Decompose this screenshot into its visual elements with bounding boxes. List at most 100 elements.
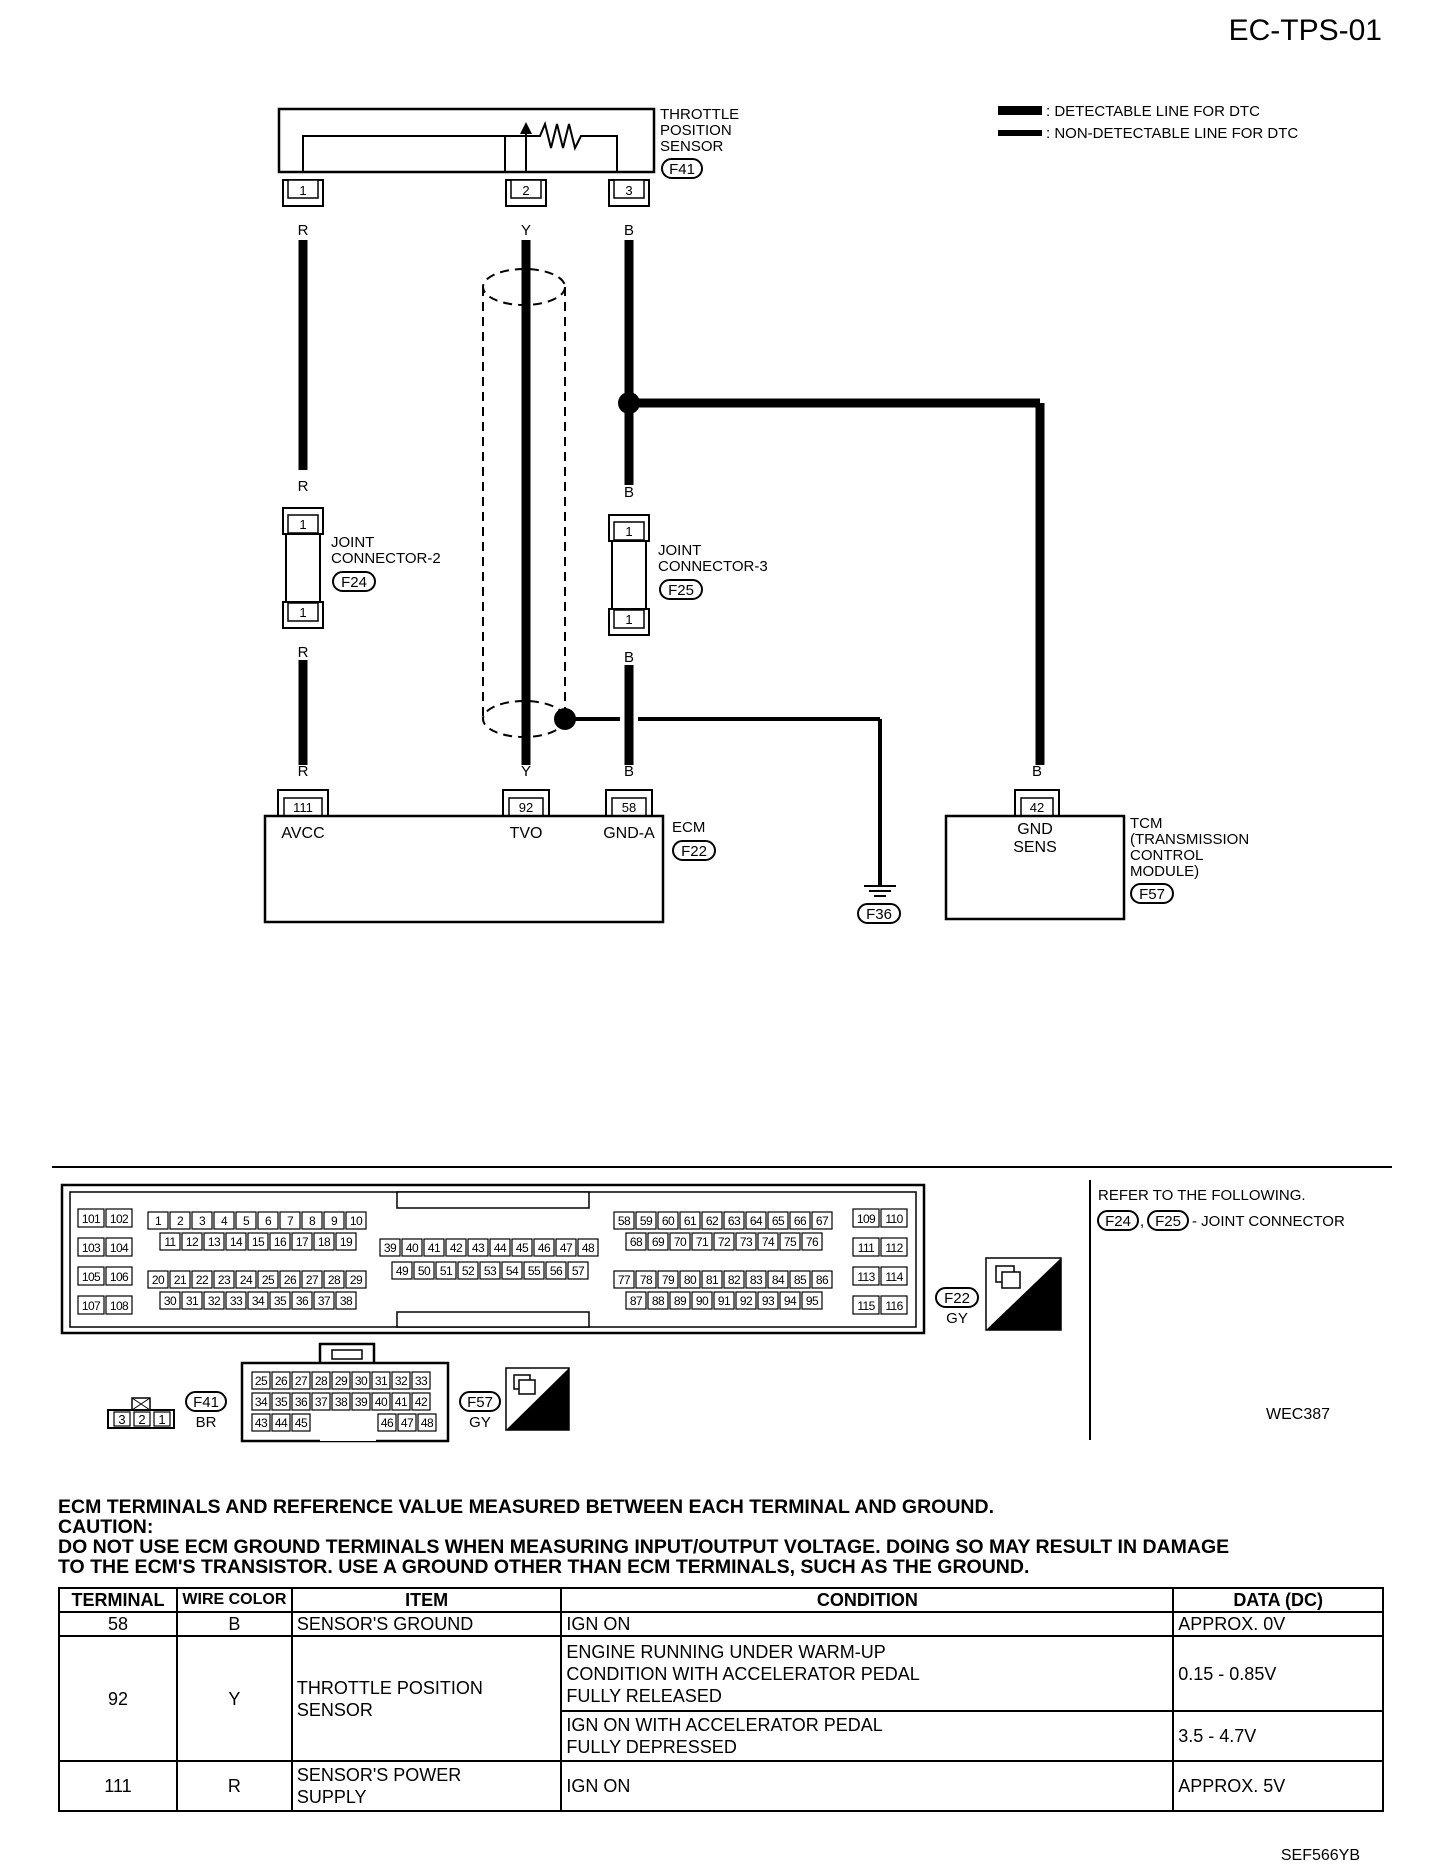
pin-cell — [335, 1232, 357, 1251]
pin-cell — [371, 1392, 391, 1411]
pin-cell — [351, 1371, 371, 1390]
cell-condition: IGN ON — [560, 1760, 1175, 1812]
pin-number: 55 — [528, 1264, 541, 1278]
pin-cell — [279, 1270, 301, 1289]
pin-number: 112 — [885, 1241, 903, 1255]
pin-number: 14 — [230, 1235, 243, 1249]
splice-node — [618, 392, 640, 414]
pin-cell — [235, 1211, 257, 1230]
pin-number: 19 — [340, 1235, 353, 1249]
th-terminal: TERMINAL — [58, 1587, 178, 1613]
tcm-face-color: GY — [469, 1414, 491, 1431]
caution-label: CAUTION: — [58, 1516, 154, 1538]
pin-number: 30 — [164, 1294, 177, 1308]
pin-cell — [757, 1291, 779, 1310]
table-row: 111 R SENSOR'S POWER SUPPLY IGN ON APPRO… — [58, 1760, 1384, 1812]
ecm-pin-92: 92 — [519, 800, 533, 815]
pin-cell — [545, 1261, 567, 1280]
pin-number: 92 — [740, 1294, 753, 1308]
pin-cell — [625, 1291, 647, 1310]
pin-cell — [77, 1295, 105, 1315]
cell-item: SENSOR'S GROUND — [290, 1611, 563, 1637]
pin-number: 46 — [538, 1241, 551, 1255]
caution-line-2: TO THE ECM'S TRANSISTOR. USE A GROUND OT… — [58, 1556, 1030, 1578]
pin-cell — [301, 1270, 323, 1289]
pin-cell — [213, 1270, 235, 1289]
pin-number: 65 — [772, 1214, 785, 1228]
pin-number: 31 — [375, 1374, 388, 1388]
pin-number: 64 — [750, 1214, 763, 1228]
pin-number: 15 — [252, 1235, 265, 1249]
joint2-wire-bot: R — [298, 644, 309, 661]
pin-cell — [291, 1291, 313, 1310]
pin-number: 76 — [806, 1235, 819, 1249]
pin-cell — [701, 1211, 723, 1230]
pin-number: 71 — [696, 1235, 709, 1249]
pin-cell — [351, 1392, 371, 1411]
pin-number: 106 — [110, 1270, 129, 1284]
joint3-wire-bot: B — [624, 649, 634, 666]
pin-cell — [745, 1211, 767, 1230]
pin-number: 81 — [706, 1273, 719, 1287]
th-data: DATA (DC) — [1172, 1587, 1384, 1613]
pin-cell — [335, 1291, 357, 1310]
tcm-hs-label: H.S. — [533, 1411, 562, 1428]
pin-number: 45 — [516, 1241, 529, 1255]
joint3-pin-bot: 1 — [625, 612, 632, 627]
pin-number: 29 — [335, 1374, 348, 1388]
pin-number: 20 — [152, 1273, 165, 1287]
pin-cell — [397, 1413, 417, 1432]
pin-number: 51 — [440, 1264, 453, 1278]
pin-number: 4 — [221, 1214, 228, 1228]
joint2-connector-code: F24 — [341, 574, 367, 591]
pin-number: 26 — [275, 1374, 288, 1388]
pin-number: 26 — [284, 1273, 297, 1287]
pin-cell — [779, 1291, 801, 1310]
ecm-label-avcc: AVCC — [281, 825, 324, 842]
pin-cell — [647, 1232, 669, 1251]
table-row: 92 Y THROTTLE POSITION SENSOR ENGINE RUN… — [58, 1635, 1384, 1762]
pin-cell — [147, 1270, 169, 1289]
pin-number: 115 — [857, 1299, 875, 1313]
cell-item-l2: SENSOR — [296, 1699, 373, 1720]
pin-cell — [77, 1208, 105, 1228]
pin-number: 6 — [265, 1214, 272, 1228]
pin-number: 21 — [174, 1273, 187, 1287]
tcm-wire-b: B — [1032, 763, 1042, 780]
pin-number: 37 — [315, 1395, 328, 1409]
pin-number: 70 — [674, 1235, 687, 1249]
pin-number: 5 — [243, 1214, 250, 1228]
pin-number: 8 — [309, 1214, 316, 1228]
ecm-connector-badge — [672, 840, 716, 861]
pin-number: 85 — [794, 1273, 807, 1287]
refer-text: REFER TO THE FOLLOWING. — [1098, 1187, 1306, 1204]
pin-cell — [852, 1208, 880, 1228]
pin-number: 1 — [155, 1214, 162, 1228]
refer-c1: F24 — [1105, 1213, 1131, 1230]
wire-color-y-top: Y — [521, 222, 531, 239]
pin-cell — [767, 1211, 789, 1230]
pin-cell — [533, 1238, 555, 1257]
pin-number: 56 — [550, 1264, 563, 1278]
pin-cell — [271, 1413, 291, 1432]
sheet-code: SEF566YB — [1281, 1847, 1360, 1864]
tps-pin-2: 2 — [522, 183, 529, 198]
legend-detectable-swatch — [998, 106, 1042, 115]
tps-face-pin-3: 3 — [118, 1412, 125, 1427]
pin-cell — [345, 1270, 367, 1289]
pin-cell — [379, 1238, 401, 1257]
wiper-arrow-icon — [520, 122, 532, 134]
joint3-label-l2: CONNECTOR-3 — [658, 558, 768, 575]
joint2-pin-top: 1 — [299, 517, 306, 532]
pin-number: 32 — [395, 1374, 408, 1388]
cond-a-l1: ENGINE RUNNING UNDER WARM-UP — [566, 1641, 886, 1662]
pin-cell — [105, 1295, 133, 1315]
pin-cell — [251, 1413, 271, 1432]
caution-line-1: DO NOT USE ECM GROUND TERMINALS WHEN MEA… — [58, 1536, 1230, 1558]
joint3-label-l1: JOINT — [658, 542, 701, 559]
tps-face-connector-badge — [185, 1391, 227, 1412]
ecm-wire-b: B — [624, 763, 634, 780]
pin-number: 66 — [794, 1214, 807, 1228]
table-title: ECM TERMINALS AND REFERENCE VALUE MEASUR… — [58, 1496, 995, 1518]
